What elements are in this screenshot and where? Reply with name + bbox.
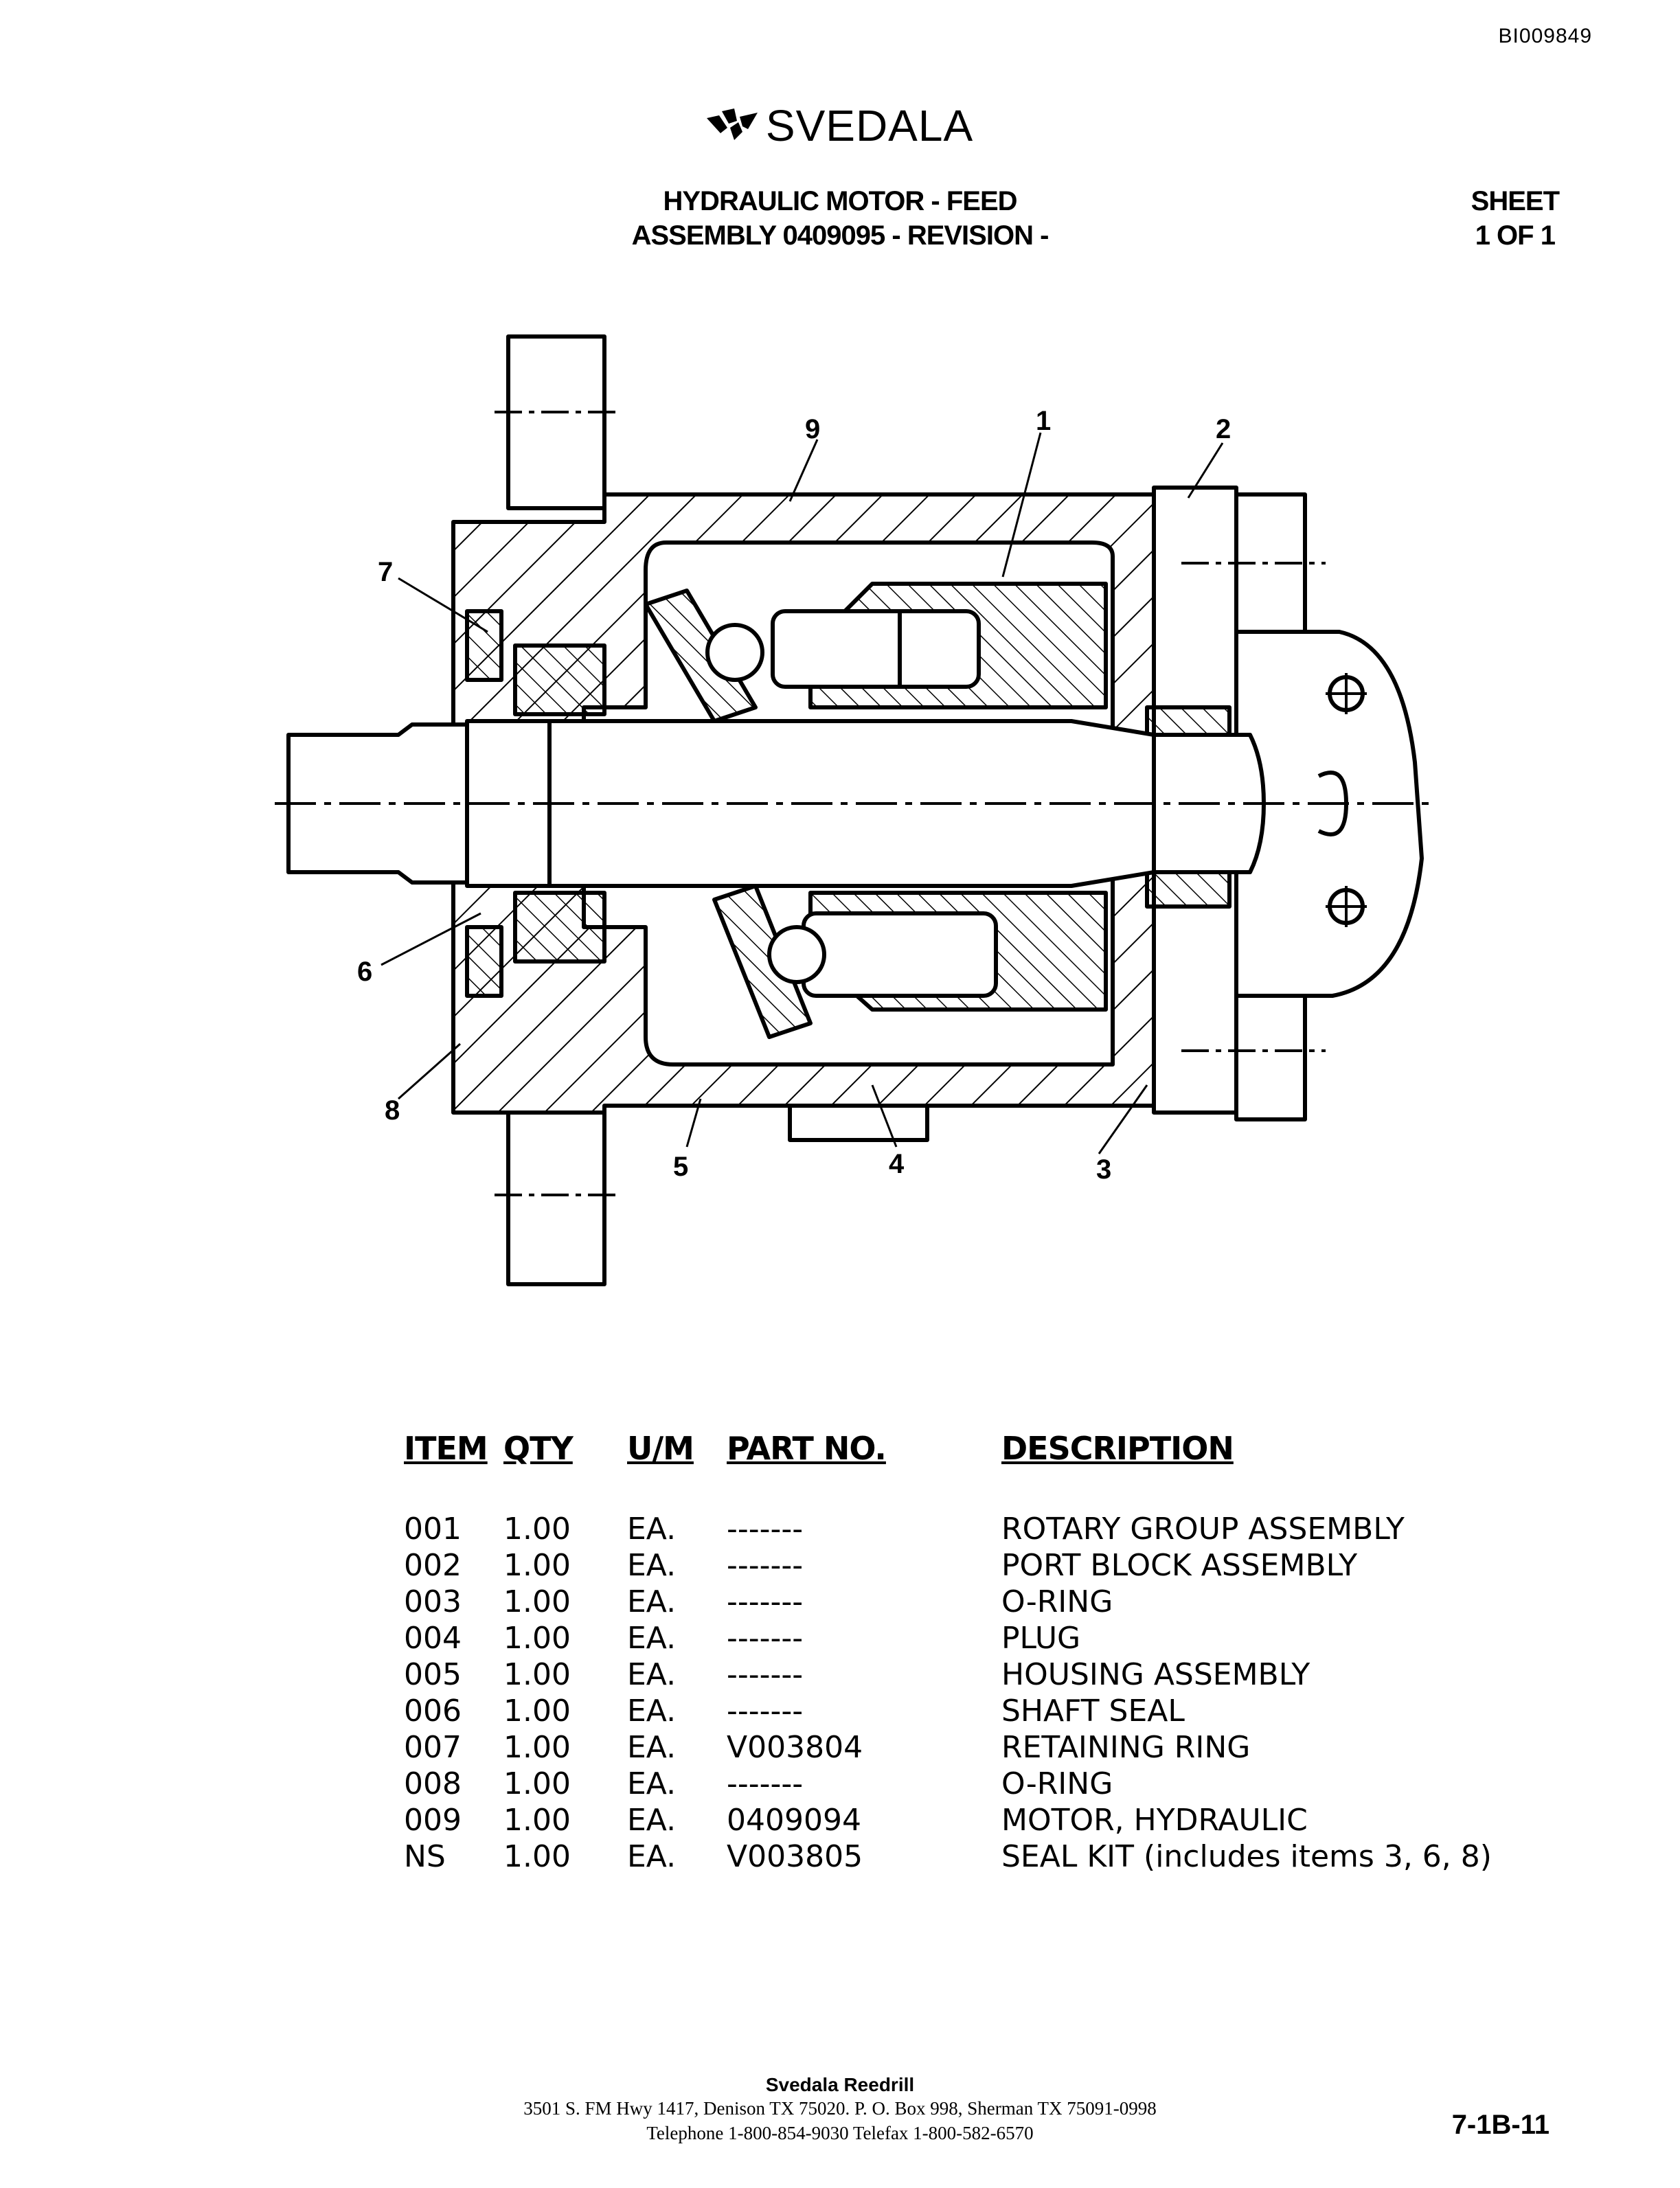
row-um: EA.	[627, 1730, 677, 1765]
row-um: EA.	[627, 1548, 677, 1583]
row-qty: 1.00	[503, 1839, 571, 1874]
row-um: EA.	[627, 1766, 677, 1801]
table-row: 001 1.00 EA. ------- ROTARY GROUP ASSEMBLY	[404, 1511, 1503, 1547]
row-description: O-RING	[1001, 1766, 1113, 1801]
table-row: NS 1.00 EA. V003805 SEAL KIT (includes items…	[404, 1838, 1503, 1875]
callout-2: 2	[1216, 414, 1231, 444]
row-description: PLUG	[1001, 1621, 1081, 1656]
row-part-no: V003804	[727, 1730, 863, 1765]
row-item: 002	[404, 1548, 462, 1583]
callout-8: 8	[385, 1095, 400, 1126]
row-qty: 1.00	[503, 1803, 571, 1838]
table-row: 007 1.00 EA. V003804 RETAINING RING	[404, 1729, 1503, 1766]
row-part-no: -------	[727, 1548, 804, 1583]
row-description: SHAFT SEAL	[1001, 1694, 1185, 1729]
row-item: 008	[404, 1766, 462, 1801]
row-qty: 1.00	[503, 1548, 571, 1583]
row-um: EA.	[627, 1512, 677, 1547]
sheet-indicator: SHEET 1 OF 1	[1471, 184, 1560, 253]
callout-1: 1	[1036, 406, 1051, 436]
row-part-no: -------	[727, 1584, 804, 1619]
footer-company: Svedala Reedrill	[765, 2074, 915, 2095]
callout-7: 7	[378, 557, 393, 587]
row-item: 009	[404, 1803, 462, 1838]
footer-address: 3501 S. FM Hwy 1417, Denison TX 75020. P…	[523, 2098, 1157, 2119]
row-item: 003	[404, 1584, 462, 1619]
row-part-no: -------	[727, 1512, 804, 1547]
title-line-2: ASSEMBLY 0409095 - REVISION -	[631, 220, 1049, 251]
table-row: 004 1.00 EA. ------- PLUG	[404, 1620, 1503, 1656]
row-description: O-RING	[1001, 1584, 1113, 1619]
row-item: 004	[404, 1621, 462, 1656]
row-part-no: -------	[727, 1766, 804, 1801]
row-um: EA.	[627, 1657, 677, 1692]
row-item: 006	[404, 1694, 462, 1729]
svedala-logo-icon	[706, 109, 758, 140]
callout-6: 6	[357, 957, 372, 987]
title-line-1: HYDRAULIC MOTOR - FEED	[663, 186, 1017, 216]
row-part-no: 0409094	[727, 1803, 861, 1838]
table-row: 008 1.00 EA. ------- O-RING	[404, 1766, 1503, 1802]
row-item: 001	[404, 1512, 462, 1547]
callout-4: 4	[889, 1149, 905, 1179]
row-part-no: V003805	[727, 1839, 863, 1874]
page-number: 7-1B-11	[1451, 2110, 1550, 2140]
parts-list-table: ITEM QTY U/M PART NO. DESCRIPTION 001 1.0…	[404, 1430, 1503, 1875]
row-um: EA.	[627, 1584, 677, 1619]
header-part-no: PART NO.	[727, 1430, 887, 1467]
table-row: 009 1.00 EA. 0409094 MOTOR, HYDRAULIC	[404, 1802, 1503, 1838]
brand-name: SVEDALA	[765, 101, 974, 150]
row-qty: 1.00	[503, 1621, 571, 1656]
row-um: EA.	[627, 1694, 677, 1729]
table-row: 005 1.00 EA. ------- HOUSING ASSEMBLY	[404, 1656, 1503, 1693]
row-item: 005	[404, 1657, 462, 1692]
brand-logo: SVEDALA	[0, 100, 1680, 151]
row-part-no: -------	[727, 1694, 804, 1729]
header-um: U/M	[627, 1430, 694, 1467]
table-row: 002 1.00 EA. ------- PORT BLOCK ASSEMBLY	[404, 1547, 1503, 1584]
callout-3: 3	[1096, 1154, 1111, 1185]
callout-5: 5	[673, 1152, 688, 1182]
callout-9: 9	[805, 414, 820, 444]
document-id: BI009849	[1498, 25, 1592, 47]
parts-list-header: ITEM QTY U/M PART NO. DESCRIPTION	[404, 1430, 1503, 1467]
row-part-no: -------	[727, 1657, 804, 1692]
table-row: 006 1.00 EA. ------- SHAFT SEAL	[404, 1693, 1503, 1729]
footer-phone: Telephone 1-800-854-9030 Telefax 1-800-5…	[646, 2123, 1034, 2143]
row-item: 007	[404, 1730, 462, 1765]
row-qty: 1.00	[503, 1657, 571, 1692]
hydraulic-motor-cross-section: 9 1 2 7 6 8 5 4 3	[275, 334, 1435, 1286]
row-qty: 1.00	[503, 1512, 571, 1547]
row-part-no: -------	[727, 1621, 804, 1656]
row-um: EA.	[627, 1803, 677, 1838]
row-description: ROTARY GROUP ASSEMBLY	[1001, 1512, 1405, 1547]
sheet-value: 1 OF 1	[1475, 220, 1556, 251]
header-item: ITEM	[404, 1430, 488, 1467]
row-description: PORT BLOCK ASSEMBLY	[1001, 1548, 1358, 1583]
row-um: EA.	[627, 1621, 677, 1656]
row-description: RETAINING RING	[1001, 1730, 1251, 1765]
footer: Svedala Reedrill 3501 S. FM Hwy 1417, De…	[0, 2074, 1680, 2145]
row-qty: 1.00	[503, 1694, 571, 1729]
row-qty: 1.00	[503, 1766, 571, 1801]
header-qty: QTY	[503, 1430, 574, 1467]
row-description: MOTOR, HYDRAULIC	[1001, 1803, 1308, 1838]
table-row: 003 1.00 EA. ------- O-RING	[404, 1584, 1503, 1620]
row-qty: 1.00	[503, 1730, 571, 1765]
row-description: SEAL KIT (includes items 3, 6, 8)	[1001, 1839, 1492, 1874]
row-um: EA.	[627, 1839, 677, 1874]
drawing-title: HYDRAULIC MOTOR - FEED ASSEMBLY 0409095 …	[0, 184, 1680, 253]
row-description: HOUSING ASSEMBLY	[1001, 1657, 1310, 1692]
row-item: NS	[404, 1839, 446, 1874]
row-qty: 1.00	[503, 1584, 571, 1619]
sheet-label: SHEET	[1471, 186, 1560, 216]
header-description: DESCRIPTION	[1001, 1430, 1234, 1467]
